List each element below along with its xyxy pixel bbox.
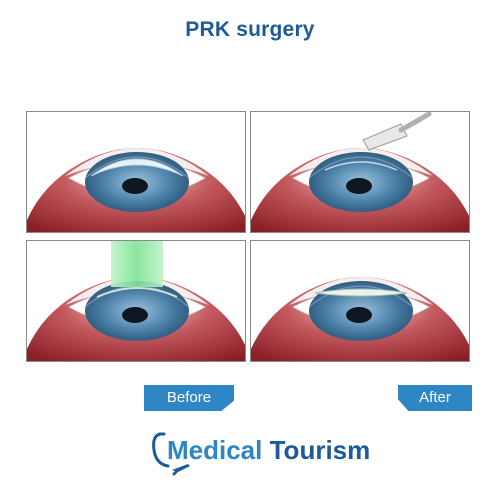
logo-word-medical: Medical — [167, 435, 263, 465]
exposed-cornea — [324, 161, 398, 171]
logo-word-tourism: Tourism — [269, 435, 371, 465]
page-title: PRK surgery — [185, 18, 315, 41]
panel-laser-treatment — [26, 240, 246, 362]
panel-epithelium-removal — [250, 111, 470, 233]
eye-illustration — [251, 147, 469, 232]
laser-beam — [111, 241, 163, 287]
scraper-tool-icon — [362, 112, 432, 151]
panel-before-eye — [26, 111, 246, 233]
after-label: After — [398, 385, 472, 411]
cornea-epithelium — [90, 158, 184, 177]
logo-wordmark: Medical Tourism — [167, 435, 370, 466]
bandage-contact-lens — [314, 288, 408, 297]
panel-after-healing — [250, 240, 470, 362]
before-label: Before — [144, 385, 234, 411]
medical-tourism-logo: Medical Tourism — [150, 428, 370, 478]
treated-cornea — [96, 287, 178, 298]
stethoscope-plane-icon — [152, 432, 190, 476]
eye-illustration — [27, 276, 245, 361]
